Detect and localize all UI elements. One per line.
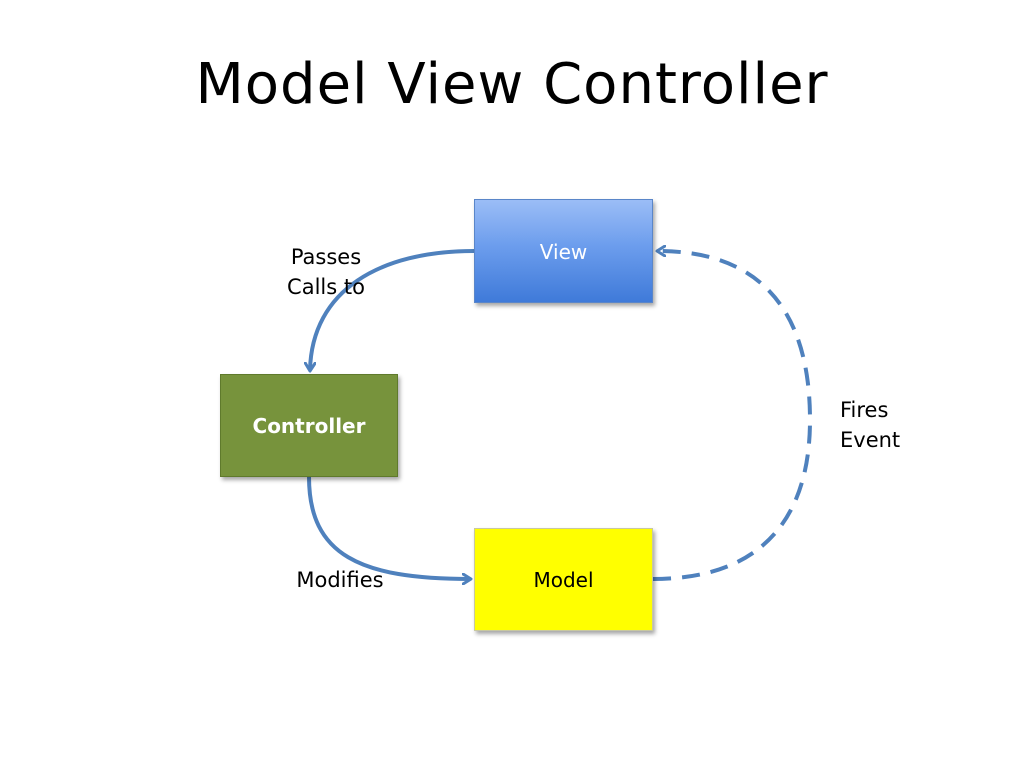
edge-label-line: Calls to — [287, 275, 365, 299]
model-node-label: Model — [533, 567, 594, 592]
edge-controller-to-model — [307, 476, 470, 579]
edge-label-fires-event: Fires Event — [840, 395, 930, 455]
model-node: Model — [474, 528, 653, 631]
controller-node-label: Controller — [252, 413, 366, 438]
edge-label-line: Passes — [290, 245, 362, 269]
edge-label-passes-calls-to: Passes Calls to — [270, 242, 382, 302]
edge-label-line: Fires — [840, 398, 889, 422]
edge-view-to-controller — [310, 249, 475, 370]
edge-label-modifies: Modifies — [296, 568, 384, 592]
view-node-label: View — [539, 240, 588, 264]
edge-label-line: Event — [840, 428, 901, 452]
edge-model-to-view — [652, 251, 813, 581]
view-node: View — [474, 199, 653, 303]
controller-node: Controller — [220, 374, 398, 477]
slide-title: Model View Controller — [195, 52, 829, 117]
